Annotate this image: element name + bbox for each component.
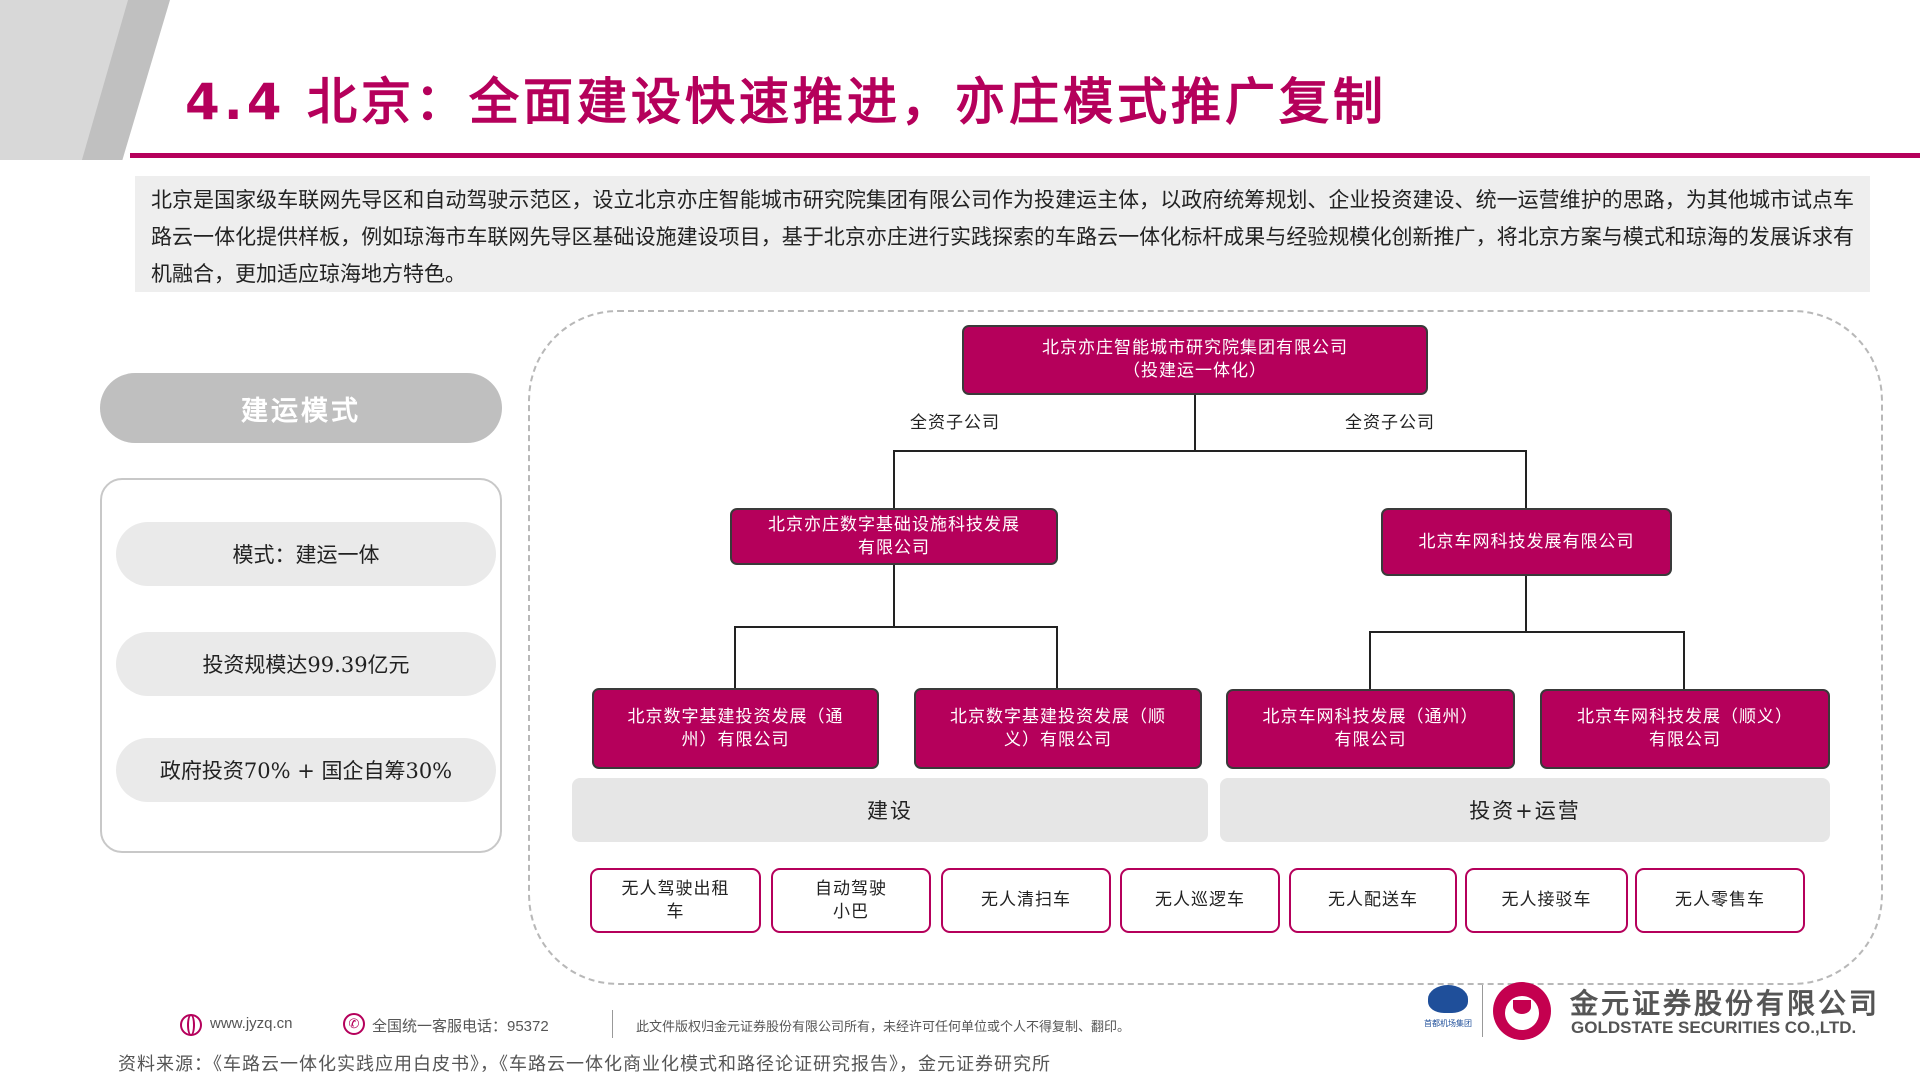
sub-label-right: 全资子公司 [1345,413,1435,433]
globe-icon [180,1014,202,1036]
vehicle-delivery: 无人配送车 [1289,868,1457,933]
phone-icon: ✆ [343,1013,365,1035]
org-node-line2: 州）有限公司 [681,729,790,750]
mode-panel: 模式：建运一体 投资规模达99.39亿元 政府投资70% + 国企自筹30% [100,478,502,853]
company-name-en: GOLDSTATE SECURITIES CO.,LTD. [1571,1018,1857,1037]
org-node-line1: 北京数字基建投资发展（通 [627,706,844,727]
org-node-digital-tongzhou: 北京数字基建投资发展（通 州）有限公司 [592,688,879,769]
vehicle-robotaxi: 无人驾驶出租 车 [590,868,761,933]
vehicle-shuttle: 无人接驳车 [1465,868,1628,933]
footer-divider [612,1010,613,1038]
mode-item-investment-scale: 投资规模达99.39亿元 [116,632,496,696]
org-node-digital-infra: 北京亦庄数字基础设施科技发展 有限公司 [730,508,1058,565]
footer-website[interactable]: www.jyzq.cn [210,1015,293,1032]
goldstate-logo-icon [1493,982,1551,1040]
org-root-line1: 北京亦庄智能城市研究院集团有限公司 [1042,338,1348,358]
connector-level2-left [893,450,895,508]
vehicle-line2: 车 [666,901,685,922]
vehicle-line1: 自动驾驶 [815,878,887,899]
org-root-node: 北京亦庄智能城市研究院集团有限公司 （投建运一体化） [962,325,1428,395]
org-chart-frame [528,310,1883,985]
connector-left-bar [734,626,1058,628]
mode-item-investment-split: 政府投资70% + 国企自筹30% [116,738,496,802]
org-node-line1: 北京车网科技发展（顺义） [1577,707,1793,727]
org-node-line2: 有限公司 [1334,730,1407,750]
connector-right-a [1369,631,1371,689]
org-node-chewang-tongzhou: 北京车网科技发展（通州） 有限公司 [1226,689,1515,769]
org-node-digital-shunyi: 北京数字基建投资发展（顺 义）有限公司 [914,688,1202,769]
company-name-cn: 金元证券股份有限公司 [1570,987,1881,1020]
source-note: 资料来源：《车路云一体化实践应用白皮书》，《车路云一体化商业化模式和路径论证研究… [118,1054,1051,1075]
footer-copyright: 此文件版权归金元证券股份有限公司所有，未经许可任何单位或个人不得复制、翻印。 [636,1019,1131,1034]
connector-level2-right [1525,450,1527,508]
vehicle-line2: 小巴 [833,901,869,922]
connector-left-down [893,565,895,627]
org-node-line1: 北京车网科技发展（通州） [1262,707,1479,727]
connector-left-b [1056,626,1058,688]
sub-label-left: 全资子公司 [910,413,1000,433]
org-node-chewang-shunyi: 北京车网科技发展（顺义） 有限公司 [1540,689,1830,769]
footer-logo-divider [1482,985,1483,1037]
footer-hotline: 全国统一客服电话：95372 [372,1018,549,1035]
vehicle-patrol: 无人巡逻车 [1120,868,1280,933]
org-node-line2: 有限公司 [1649,730,1721,750]
band-construction: 建设 [572,778,1208,842]
title-underline [130,153,1920,158]
band-investment-operation: 投资+运营 [1220,778,1830,842]
mode-item-model: 模式：建运一体 [116,522,496,586]
intro-paragraph: 北京是国家级车联网先导区和自动驾驶示范区，设立北京亦庄智能城市研究院集团有限公司… [135,176,1870,292]
connector-level2-bar [893,450,1527,452]
connector-root-down [1194,395,1196,451]
vehicle-retail: 无人零售车 [1635,868,1805,933]
connector-right-b [1683,631,1685,689]
connector-right-bar [1369,631,1685,633]
mode-title-pill: 建运模式 [100,373,502,443]
org-node-line1: 北京车网科技发展有限公司 [1418,531,1635,552]
org-node-line1: 北京亦庄数字基础设施科技发展 [768,514,1020,535]
vehicle-sweeper: 无人清扫车 [941,868,1111,933]
org-node-line2: 有限公司 [858,537,930,558]
page-title: 4.4 北京：全面建设快速推进，亦庄模式推广复制 [185,73,1387,131]
org-root-line2: （投建运一体化） [1123,361,1267,381]
vehicle-line1: 无人驾驶出租 [621,878,730,899]
airport-group-logo-text: 首都机场集团 [1424,1019,1472,1028]
org-node-line1: 北京数字基建投资发展（顺 [950,706,1166,727]
connector-right-down [1525,576,1527,632]
vehicle-minibus: 自动驾驶 小巴 [771,868,931,933]
airport-group-logo-icon [1428,985,1468,1013]
org-node-line2: 义）有限公司 [1004,729,1112,750]
org-node-chewang: 北京车网科技发展有限公司 [1381,508,1672,576]
connector-left-a [734,626,736,688]
